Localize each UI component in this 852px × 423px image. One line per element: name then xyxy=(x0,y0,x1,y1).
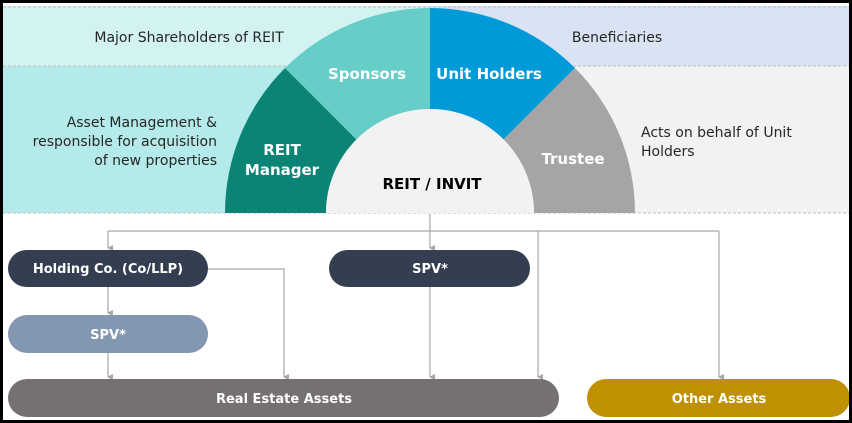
reit-manager-description-line-1: Asset Management & xyxy=(67,115,217,131)
spv-holding-box xyxy=(8,315,208,353)
connectors xyxy=(107,214,724,380)
unit-holders-segment xyxy=(430,8,575,140)
trustee-label: Trustee xyxy=(541,150,604,168)
reit-manager-label-line-2: Manager xyxy=(245,161,320,179)
reit-manager-segment xyxy=(225,68,357,213)
real-estate-assets-label: Real Estate Assets xyxy=(216,392,352,407)
other-assets-label: Other Assets xyxy=(672,392,767,407)
reit-manager-description-line-3: of new properties xyxy=(94,153,217,169)
unit-holders-description: Beneficiaries xyxy=(572,30,662,46)
trustee-segment xyxy=(503,68,635,213)
trustee-description-line-1: Acts on behalf of Unit xyxy=(641,125,792,141)
holding-co-label: Holding Co. (Co/LLP) xyxy=(33,262,183,277)
holding-co-box xyxy=(8,250,208,287)
sponsors-segment xyxy=(285,8,430,140)
sponsors-description: Major Shareholders of REIT xyxy=(94,30,284,46)
reit-manager-description-line-2: responsible for acquisition xyxy=(33,134,217,150)
diagram-canvas: Major Shareholders of REIT Beneficiaries… xyxy=(3,6,849,417)
spv-holding-label: SPV* xyxy=(90,328,126,343)
spv-direct-box xyxy=(329,250,530,287)
reit-manager-label-line-1: REIT xyxy=(263,141,301,159)
other-assets-box xyxy=(587,379,849,417)
trustee-description-line-2: Holders xyxy=(641,144,695,160)
reit-invit-label: REIT / INVIT xyxy=(382,175,482,193)
connector-holding-to-real-estate xyxy=(208,268,289,380)
real-estate-assets-box xyxy=(8,379,559,417)
spv-direct-label: SPV* xyxy=(412,262,448,277)
sponsors-label: Sponsors xyxy=(328,65,406,83)
reit-invit-center xyxy=(326,109,534,213)
unit-holders-label: Unit Holders xyxy=(436,65,542,83)
